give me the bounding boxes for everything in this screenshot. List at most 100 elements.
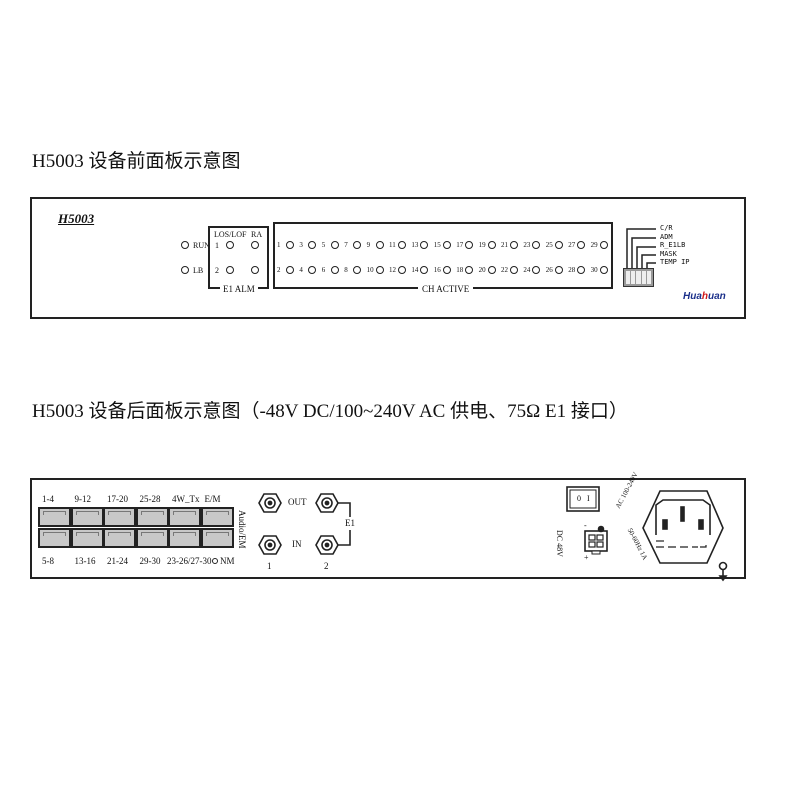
port-top-label: E/M (204, 494, 221, 504)
port-bottom-label: 5-8 (42, 556, 54, 566)
rj45-port[interactable] (38, 507, 71, 527)
dip-label-temp-ip: TEMP IP (660, 258, 690, 266)
ch-led-label: 5 (321, 241, 326, 249)
ch-active-led (554, 241, 563, 249)
ra-1-led (251, 241, 259, 249)
ch-led-label: 9 (366, 241, 371, 249)
ch-active-led (308, 266, 317, 274)
ch-led-label: 6 (321, 266, 326, 274)
rj45-port[interactable] (70, 528, 104, 548)
dip-labels: C/R ADM R_E1LB MASK TEMP IP (660, 224, 690, 267)
ch-led-label: 10 (366, 266, 374, 274)
ch-active-led (308, 241, 317, 249)
port-bottom-label: 21-24 (107, 556, 128, 566)
ch-led-label: 8 (344, 266, 348, 274)
rj45-port[interactable] (168, 528, 201, 548)
ch-led-label: 26 (545, 266, 553, 274)
rj45-port[interactable] (200, 528, 234, 548)
dip-label-cr: C/R (660, 224, 673, 232)
ch-active-led (487, 266, 496, 274)
run-label: RUN (193, 241, 210, 250)
los-lof-2-led (226, 266, 234, 274)
rear-panel-title: H5003 设备后面板示意图（-48V DC/100~240V AC 供电、75… (32, 401, 628, 422)
ra-2-led (251, 266, 259, 274)
port-top-label: 25-28 (139, 494, 161, 504)
ch-led-label: 17 (456, 241, 464, 249)
ch-led-label: 3 (299, 241, 303, 249)
power-switch-on-label[interactable]: I (587, 494, 590, 503)
power-switch-off-label[interactable]: 0 (577, 494, 581, 503)
e1-label: E1 (345, 518, 355, 528)
ch-led-label: 30 (590, 266, 598, 274)
model-logo: H5003 (58, 211, 95, 226)
ch-active-led (442, 266, 451, 274)
ch-active-led (532, 266, 541, 274)
ch-led-label: 21 (501, 241, 508, 249)
dc-48v-label: DC 48V (555, 530, 564, 557)
ch-led-label: 15 (433, 241, 441, 249)
port-top-label: 9-12 (74, 494, 92, 504)
audio-em-label: Audio/EM (237, 510, 247, 549)
ch-active-led (330, 266, 339, 274)
ch-led-label: 12 (389, 266, 396, 274)
front-panel (30, 197, 746, 319)
ch-led-label: 2 (277, 266, 281, 274)
ch-active-led (510, 241, 518, 249)
ch-led-label: 25 (545, 241, 553, 249)
lb-label: LB (193, 266, 204, 275)
ch-led-label: 4 (299, 266, 303, 274)
ch-led-label: 14 (411, 266, 419, 274)
ch-led-label: 11 (389, 241, 396, 249)
dip-label-mask: MASK (660, 249, 677, 258)
dip-label-adm: ADM (660, 232, 673, 241)
rj45-port[interactable] (135, 528, 169, 548)
los-lof-1-led (226, 241, 234, 249)
ch-active-led (599, 266, 608, 274)
rj45-port[interactable] (168, 507, 201, 527)
ch-active-led (577, 266, 586, 274)
rj45-port[interactable] (135, 507, 169, 527)
ch-led-label: 29 (590, 241, 598, 249)
ch-led-label: 7 (344, 241, 348, 249)
ch-active-led (330, 241, 339, 249)
ch-active-led (286, 266, 294, 274)
ch-active-led (510, 266, 518, 274)
ch-active-led (599, 241, 608, 249)
port-top-label: 1-4 (42, 494, 54, 504)
port-bottom-label: 23-26/27-30 (167, 556, 212, 566)
ch-active-led (420, 241, 429, 249)
nm-label: NM (220, 556, 235, 566)
dip-switch[interactable] (623, 268, 654, 287)
ch-led-label: 20 (478, 266, 486, 274)
front-panel-title: H5003 设备前面板示意图 (32, 151, 241, 172)
ch-active-led (465, 266, 474, 274)
rj45-port[interactable] (38, 528, 71, 548)
rj45-port[interactable] (200, 507, 234, 527)
ch-active-led (554, 266, 563, 274)
dc-plus-label: + (584, 553, 589, 562)
ch-active-led (375, 241, 384, 249)
ch-led-label: 24 (523, 266, 531, 274)
e1-row1-label: 1 (215, 241, 219, 250)
ch-active-led (353, 266, 362, 274)
rj45-port[interactable] (103, 507, 136, 527)
ch-led-label: 28 (568, 266, 576, 274)
out-label: OUT (288, 497, 307, 507)
ch-led-label: 23 (523, 241, 531, 249)
rear-panel (30, 478, 746, 579)
ch-active-led (532, 241, 541, 249)
los-lof-label: LOS/LOF (214, 230, 247, 239)
ch-led-label: 13 (411, 241, 419, 249)
in-label: IN (292, 539, 302, 549)
e1-row2-label: 2 (215, 266, 219, 275)
port-top-label: 4W_Tx (172, 494, 200, 504)
rj45-port[interactable] (70, 507, 104, 527)
port-top-label: 17-20 (107, 494, 128, 504)
ch-active-led (442, 241, 451, 249)
rj45-port[interactable] (103, 528, 136, 548)
ra-label: RA (251, 230, 263, 239)
run-led (181, 241, 189, 249)
ch-led-label: 18 (456, 266, 464, 274)
ch-active-led (398, 266, 406, 274)
huahuan-logo: Huahuan (683, 291, 726, 302)
